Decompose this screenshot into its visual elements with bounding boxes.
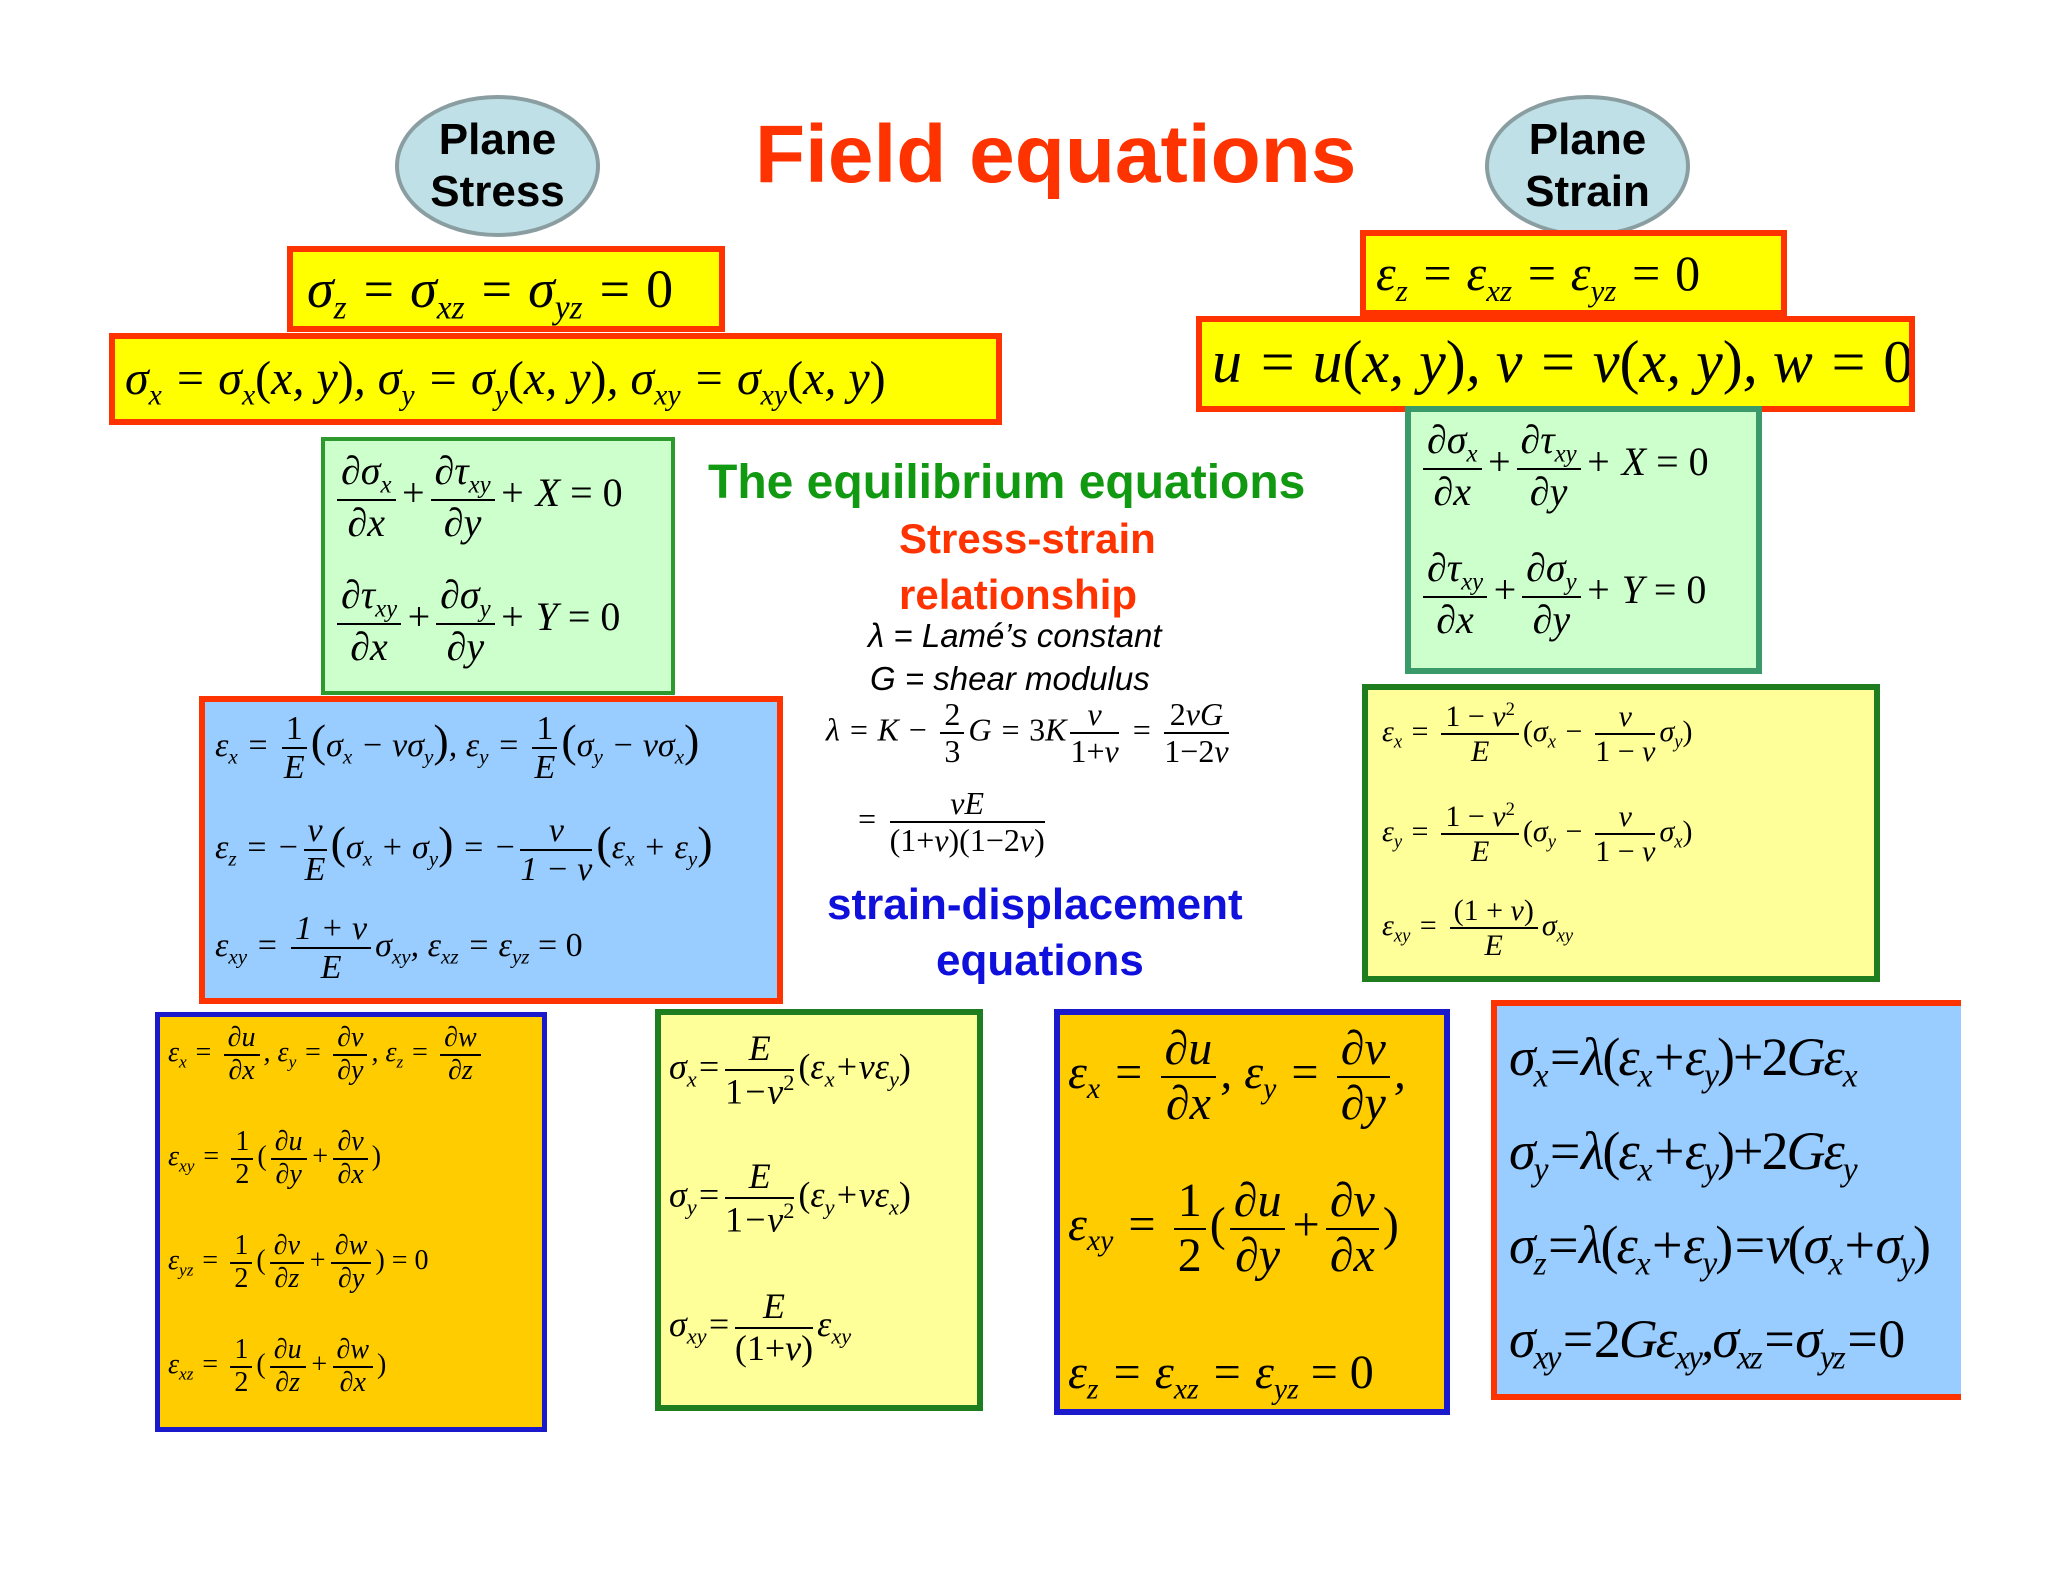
plane-strain-label: Plane Strain [1485, 95, 1690, 237]
stress-strain-heading-1: Stress-strain [899, 515, 1156, 562]
lame-constant-note: λ = Lamé’s constant [868, 617, 1162, 654]
lame-formula-alt: = νE(1+ν)(1−2ν) [856, 785, 1045, 859]
plane-stress-label: Plane Stress [395, 95, 600, 237]
page-title: Field equations [755, 109, 1357, 200]
shear-modulus-note: G = shear modulus [870, 660, 1150, 697]
stress-strain-heading-2: relationship [899, 571, 1138, 618]
plane-stress-equilibrium-box: ∂σx∂x+∂τxy∂y+ X = 0 ∂τxy∂x+∂σy∂y+ Y = 0 [321, 437, 675, 695]
plane-stress-condition-1: σz = σxz = σyz = 0 [287, 246, 725, 332]
strain-displacement-heading-1: strain-displacement [827, 880, 1243, 929]
equilibrium-heading: The equilibrium equations [708, 456, 1306, 509]
plane-stress-condition-2: σx = σx(x, y), σy = σy(x, y), σxy = σxy(… [109, 333, 1002, 425]
plane-strain-hooke-inverse-box: σx=λ(εx+εy)+2Gεx σy=λ(εx+εy)+2Gεy σz=λ(ε… [1491, 1000, 1961, 1400]
plane-strain-condition-1: εz = εxz = εyz = 0 [1360, 230, 1787, 316]
plane-strain-condition-2: u = u(x, y), v = v(x, y), w = 0 [1196, 316, 1915, 412]
strain-displacement-heading-2: equations [936, 936, 1144, 985]
plane-strain-equilibrium-box: ∂σx∂x+∂τxy∂y+ X = 0 ∂τxy∂x+∂σy∂y+ Y = 0 [1405, 406, 1762, 674]
